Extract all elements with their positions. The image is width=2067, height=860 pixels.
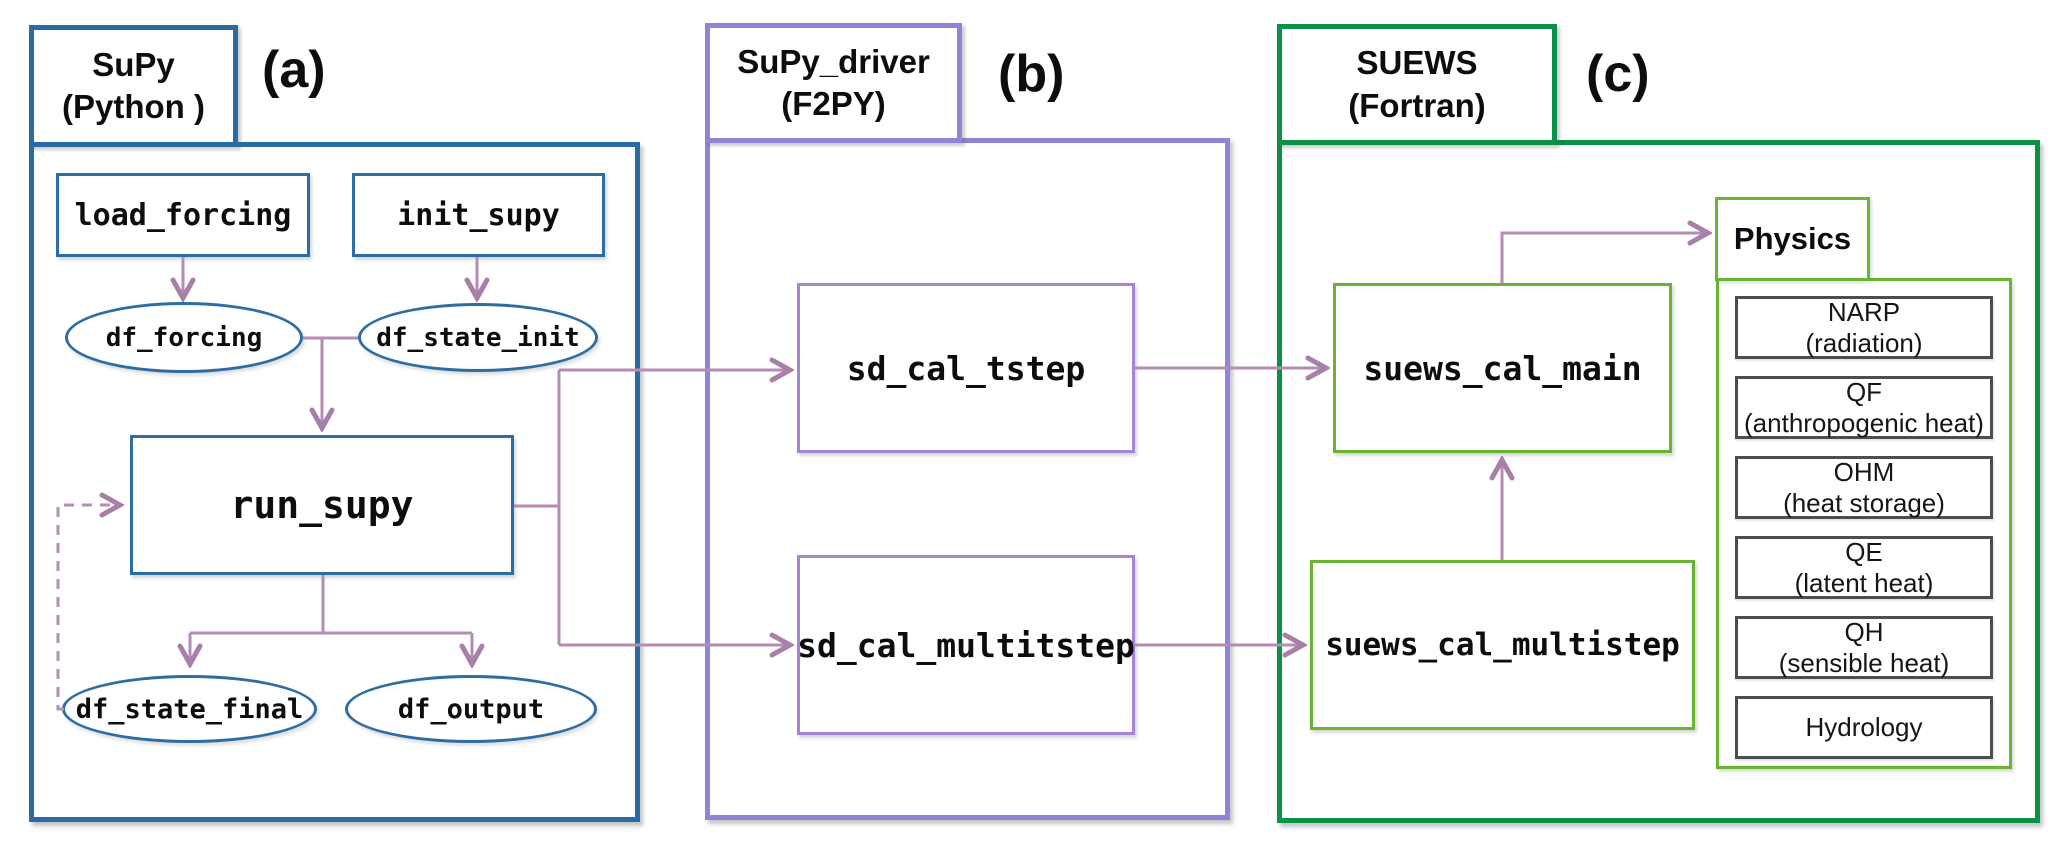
physics-module-narp-desc: (radiation) (1805, 327, 1923, 358)
node-suews-cal-multistep-label: suews_cal_multistep (1325, 627, 1680, 663)
physics-module-qh: QH (sensible heat) (1735, 616, 1993, 679)
node-run-supy: run_supy (130, 435, 514, 575)
physics-module-qe-name: QE (1845, 536, 1883, 567)
node-df-state-init-label: df_state_init (376, 322, 580, 353)
node-sd-cal-multitstep: sd_cal_multitstep (797, 555, 1135, 735)
physics-module-hydrology: Hydrology (1735, 696, 1993, 759)
node-init-supy: init_supy (352, 173, 605, 257)
node-df-state-final: df_state_final (62, 675, 317, 743)
physics-module-narp-name: NARP (1827, 296, 1901, 327)
physics-module-ohm-desc: (heat storage) (1783, 487, 1945, 518)
node-load-forcing: load_forcing (56, 173, 310, 257)
physics-module-ohm-name: OHM (1833, 456, 1895, 487)
panel-supy-driver-title: SuPy_driver (F2PY) (705, 23, 962, 143)
node-df-forcing-label: df_forcing (105, 322, 263, 353)
node-df-output: df_output (345, 675, 597, 743)
node-init-supy-label: init_supy (397, 197, 560, 233)
physics-module-hydrology-name: Hydrology (1805, 712, 1923, 743)
node-sd-cal-tstep-label: sd_cal_tstep (846, 348, 1086, 388)
panel-supy-driver-title-text: SuPy_driver (F2PY) (737, 42, 930, 122)
node-sd-cal-tstep: sd_cal_tstep (797, 283, 1135, 453)
node-df-forcing: df_forcing (65, 302, 303, 373)
panel-supy-title: SuPy (Python ) (29, 25, 238, 147)
node-suews-cal-main: suews_cal_main (1333, 283, 1672, 453)
panel-label-c: (c) (1586, 45, 1650, 103)
node-suews-cal-main-label: suews_cal_main (1363, 348, 1642, 388)
panel-label-a: (a) (262, 41, 326, 99)
panel-suews-title-text: SUEWS (Fortran) (1348, 44, 1486, 124)
node-df-output-label: df_output (397, 693, 545, 725)
panel-label-b: (b) (998, 45, 1065, 103)
physics-module-ohm: OHM (heat storage) (1735, 456, 1993, 519)
panel-supy-title-text: SuPy (Python ) (62, 45, 205, 125)
node-run-supy-label: run_supy (230, 483, 414, 527)
physics-module-qf-desc: (anthropogenic heat) (1744, 407, 1984, 438)
physics-module-qe: QE (latent heat) (1735, 536, 1993, 599)
physics-modules-box: NARP (radiation) QF (anthropogenic heat)… (1716, 278, 2012, 769)
physics-title-label: Physics (1733, 221, 1852, 256)
node-sd-cal-multitstep-label: sd_cal_multitstep (797, 625, 1135, 665)
physics-module-qe-desc: (latent heat) (1794, 567, 1934, 598)
physics-module-qf-name: QF (1845, 376, 1883, 407)
node-load-forcing-label: load_forcing (74, 197, 292, 233)
physics-module-qh-desc: (sensible heat) (1778, 647, 1950, 678)
physics-module-qh-name: QH (1844, 616, 1884, 647)
panel-suews-title: SUEWS (Fortran) (1277, 24, 1557, 145)
physics-module-qf: QF (anthropogenic heat) (1735, 376, 1993, 439)
node-suews-cal-multistep: suews_cal_multistep (1310, 560, 1695, 730)
node-df-state-init: df_state_init (358, 303, 598, 372)
node-df-state-final-label: df_state_final (75, 693, 304, 725)
physics-title-box: Physics (1715, 197, 1870, 281)
physics-module-narp: NARP (radiation) (1735, 296, 1993, 359)
